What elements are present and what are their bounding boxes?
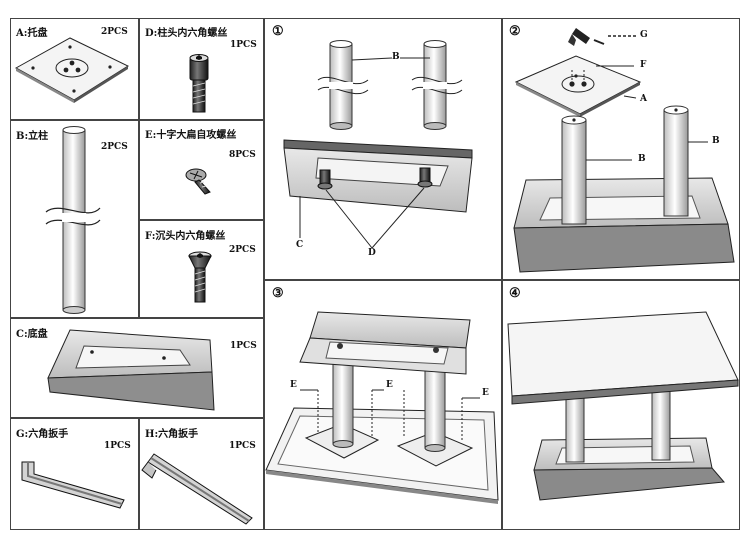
step-2-callout-f: F xyxy=(640,60,647,70)
part-a-qty: 2PCS xyxy=(101,27,128,37)
step-2-callout-a: A xyxy=(640,94,647,104)
part-e-qty: 8PCS xyxy=(229,150,256,160)
step-3-callout-e-left: E xyxy=(290,380,297,390)
step-1-callout-c: C xyxy=(296,240,304,250)
part-b-label: B:立柱 xyxy=(16,131,49,142)
step-2-callout-g: G xyxy=(640,30,648,40)
part-c-label: C:底盘 xyxy=(16,329,48,340)
part-b-post xyxy=(45,126,101,314)
step-2-callout-b-right: B xyxy=(712,136,720,146)
step-3-number: ③ xyxy=(272,286,284,301)
step-3-callout-e-right: E xyxy=(482,388,489,398)
part-b-qty: 2PCS xyxy=(101,142,128,152)
step-3-callout-e-mid: E xyxy=(386,380,393,390)
step-4-number: ④ xyxy=(509,286,521,301)
step-1-drawing xyxy=(283,40,473,249)
part-cell-h xyxy=(139,418,264,530)
part-d-label: D:柱头内六角螺丝 xyxy=(145,28,228,39)
part-h-label: H:六角扳手 xyxy=(145,429,199,440)
part-g-qty: 1PCS xyxy=(104,441,131,451)
part-h-hex-key xyxy=(141,453,253,525)
part-a-plate xyxy=(14,37,130,103)
step-2-callout-b-left: B xyxy=(638,154,646,164)
part-c-base xyxy=(47,329,215,411)
part-c-qty: 1PCS xyxy=(230,341,257,351)
step-1-callout-b: B xyxy=(392,52,400,62)
step-2-drawing xyxy=(513,28,735,273)
part-e-label: E:十字大扁自攻螺丝 xyxy=(145,130,237,141)
part-g-label: G:六角扳手 xyxy=(16,429,69,440)
part-g-hex-key xyxy=(21,461,125,509)
part-f-qty: 2PCS xyxy=(229,245,256,255)
part-f-label: F:沉头内六角螺丝 xyxy=(145,231,226,242)
step-1-number: ① xyxy=(272,24,284,39)
step-2-number: ② xyxy=(509,24,521,39)
step-4-drawing xyxy=(507,311,739,501)
part-d-qty: 1PCS xyxy=(230,40,257,50)
step-1-callout-d: D xyxy=(368,248,376,258)
part-e-screw xyxy=(185,168,211,195)
part-a-label: A:托盘 xyxy=(16,28,48,39)
part-f-bolt xyxy=(188,251,212,303)
part-d-bolt xyxy=(189,54,209,113)
step-3-drawing xyxy=(265,311,499,504)
part-h-qty: 1PCS xyxy=(229,441,256,451)
